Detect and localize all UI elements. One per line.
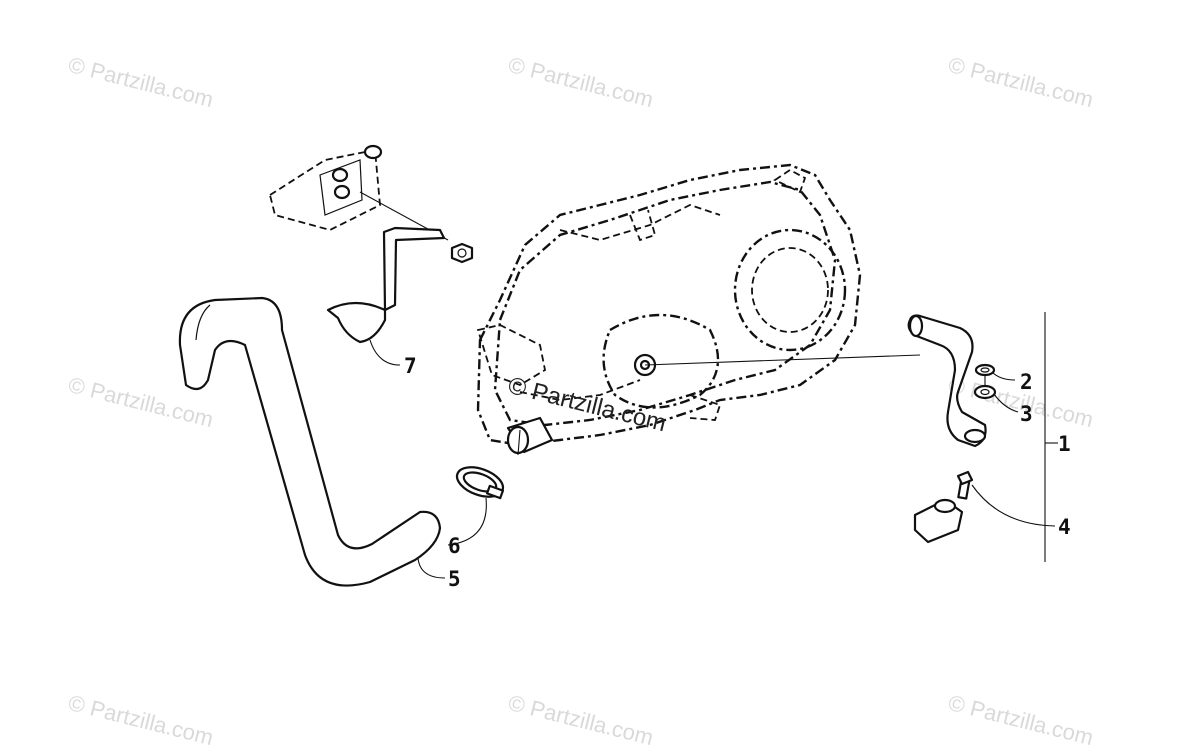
callout-7: 7: [404, 354, 417, 378]
coolant-hose: [178, 296, 442, 587]
hose-bracket: [326, 226, 446, 344]
mounting-bracket-assembly: [268, 144, 474, 264]
hose-clamp: [455, 466, 505, 500]
callout-3: 3: [1020, 402, 1033, 426]
callout-leaders: [369, 312, 1058, 579]
callout-6: 6: [448, 534, 461, 558]
washer-and-bolt-hardware: [956, 363, 997, 500]
callout-5: 5: [448, 567, 461, 591]
callout-4: 4: [1058, 515, 1071, 539]
water-fitting-assembly: [644, 314, 987, 544]
callout-2: 2: [1020, 370, 1033, 394]
clutch-cover-phantom: [476, 163, 862, 447]
callout-1: 1: [1058, 432, 1071, 456]
